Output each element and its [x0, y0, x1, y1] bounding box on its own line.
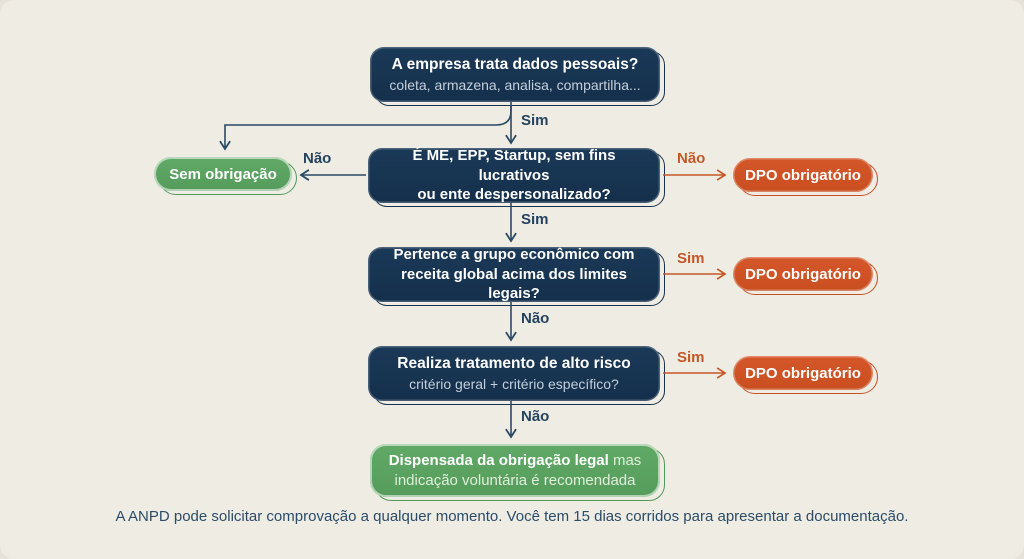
- edge-label-q2-nao-right: Não: [677, 150, 706, 167]
- edge-label-q4-nao: Não: [521, 408, 550, 425]
- decision-box-me-epp-startup: É ME, EPP, Startup, sem fins lucrativos …: [368, 146, 660, 204]
- decision-subtitle: critério geral + critério específico?: [409, 375, 619, 392]
- result-dpo-obrigatorio-3: DPO obrigatório: [733, 356, 873, 390]
- result-dpo-obrigatorio-2: DPO obrigatório: [733, 257, 873, 291]
- result-text: Dispensada da obrigação legal mas indica…: [380, 451, 650, 491]
- decision-title: Realiza tratamento de alto risco: [397, 354, 631, 372]
- decision-line: É ME, EPP, Startup, sem fins lucrativos: [412, 146, 616, 184]
- decision-line: Pertence a grupo econômico com: [393, 245, 635, 263]
- result-text-normal: mas indicação voluntária é recomendada: [394, 451, 642, 489]
- edge-label-q3-nao: Não: [521, 310, 550, 327]
- result-label: DPO obrigatório: [745, 166, 861, 184]
- edge-label-q2-nao-left: Não: [303, 150, 332, 167]
- result-dpo-obrigatorio-1: DPO obrigatório: [733, 158, 873, 192]
- edge-label-q1-sim: Sim: [521, 112, 549, 129]
- decision-box-grupo-economico: Pertence a grupo econômico com receita g…: [368, 245, 660, 303]
- decision-box-alto-risco: Realiza tratamento de alto risco critéri…: [368, 346, 660, 401]
- edge-label-q4-sim: Sim: [677, 349, 705, 366]
- decision-subtitle: coleta, armazena, analisa, compartilha..…: [389, 76, 641, 93]
- result-label: DPO obrigatório: [745, 364, 861, 382]
- edge-label-q2-sim: Sim: [521, 211, 549, 228]
- decision-line: ou ente despersonalizado?: [417, 186, 611, 204]
- result-dispensada-obrigacao: Dispensada da obrigação legal mas indica…: [370, 444, 660, 497]
- decision-box-trata-dados: A empresa trata dados pessoais? coleta, …: [370, 47, 660, 102]
- result-sem-obrigacao: Sem obrigação: [154, 157, 292, 191]
- edge-label-q3-sim: Sim: [677, 250, 705, 267]
- result-label: Sem obrigação: [169, 165, 277, 183]
- result-label: DPO obrigatório: [745, 265, 861, 283]
- result-text-bold: Dispensada da obrigação legal: [388, 451, 609, 469]
- decision-line: receita global acima dos limites legais?: [401, 265, 627, 303]
- decision-title: A empresa trata dados pessoais?: [391, 55, 639, 73]
- footer-note: A ANPD pode solicitar comprovação a qual…: [115, 508, 909, 525]
